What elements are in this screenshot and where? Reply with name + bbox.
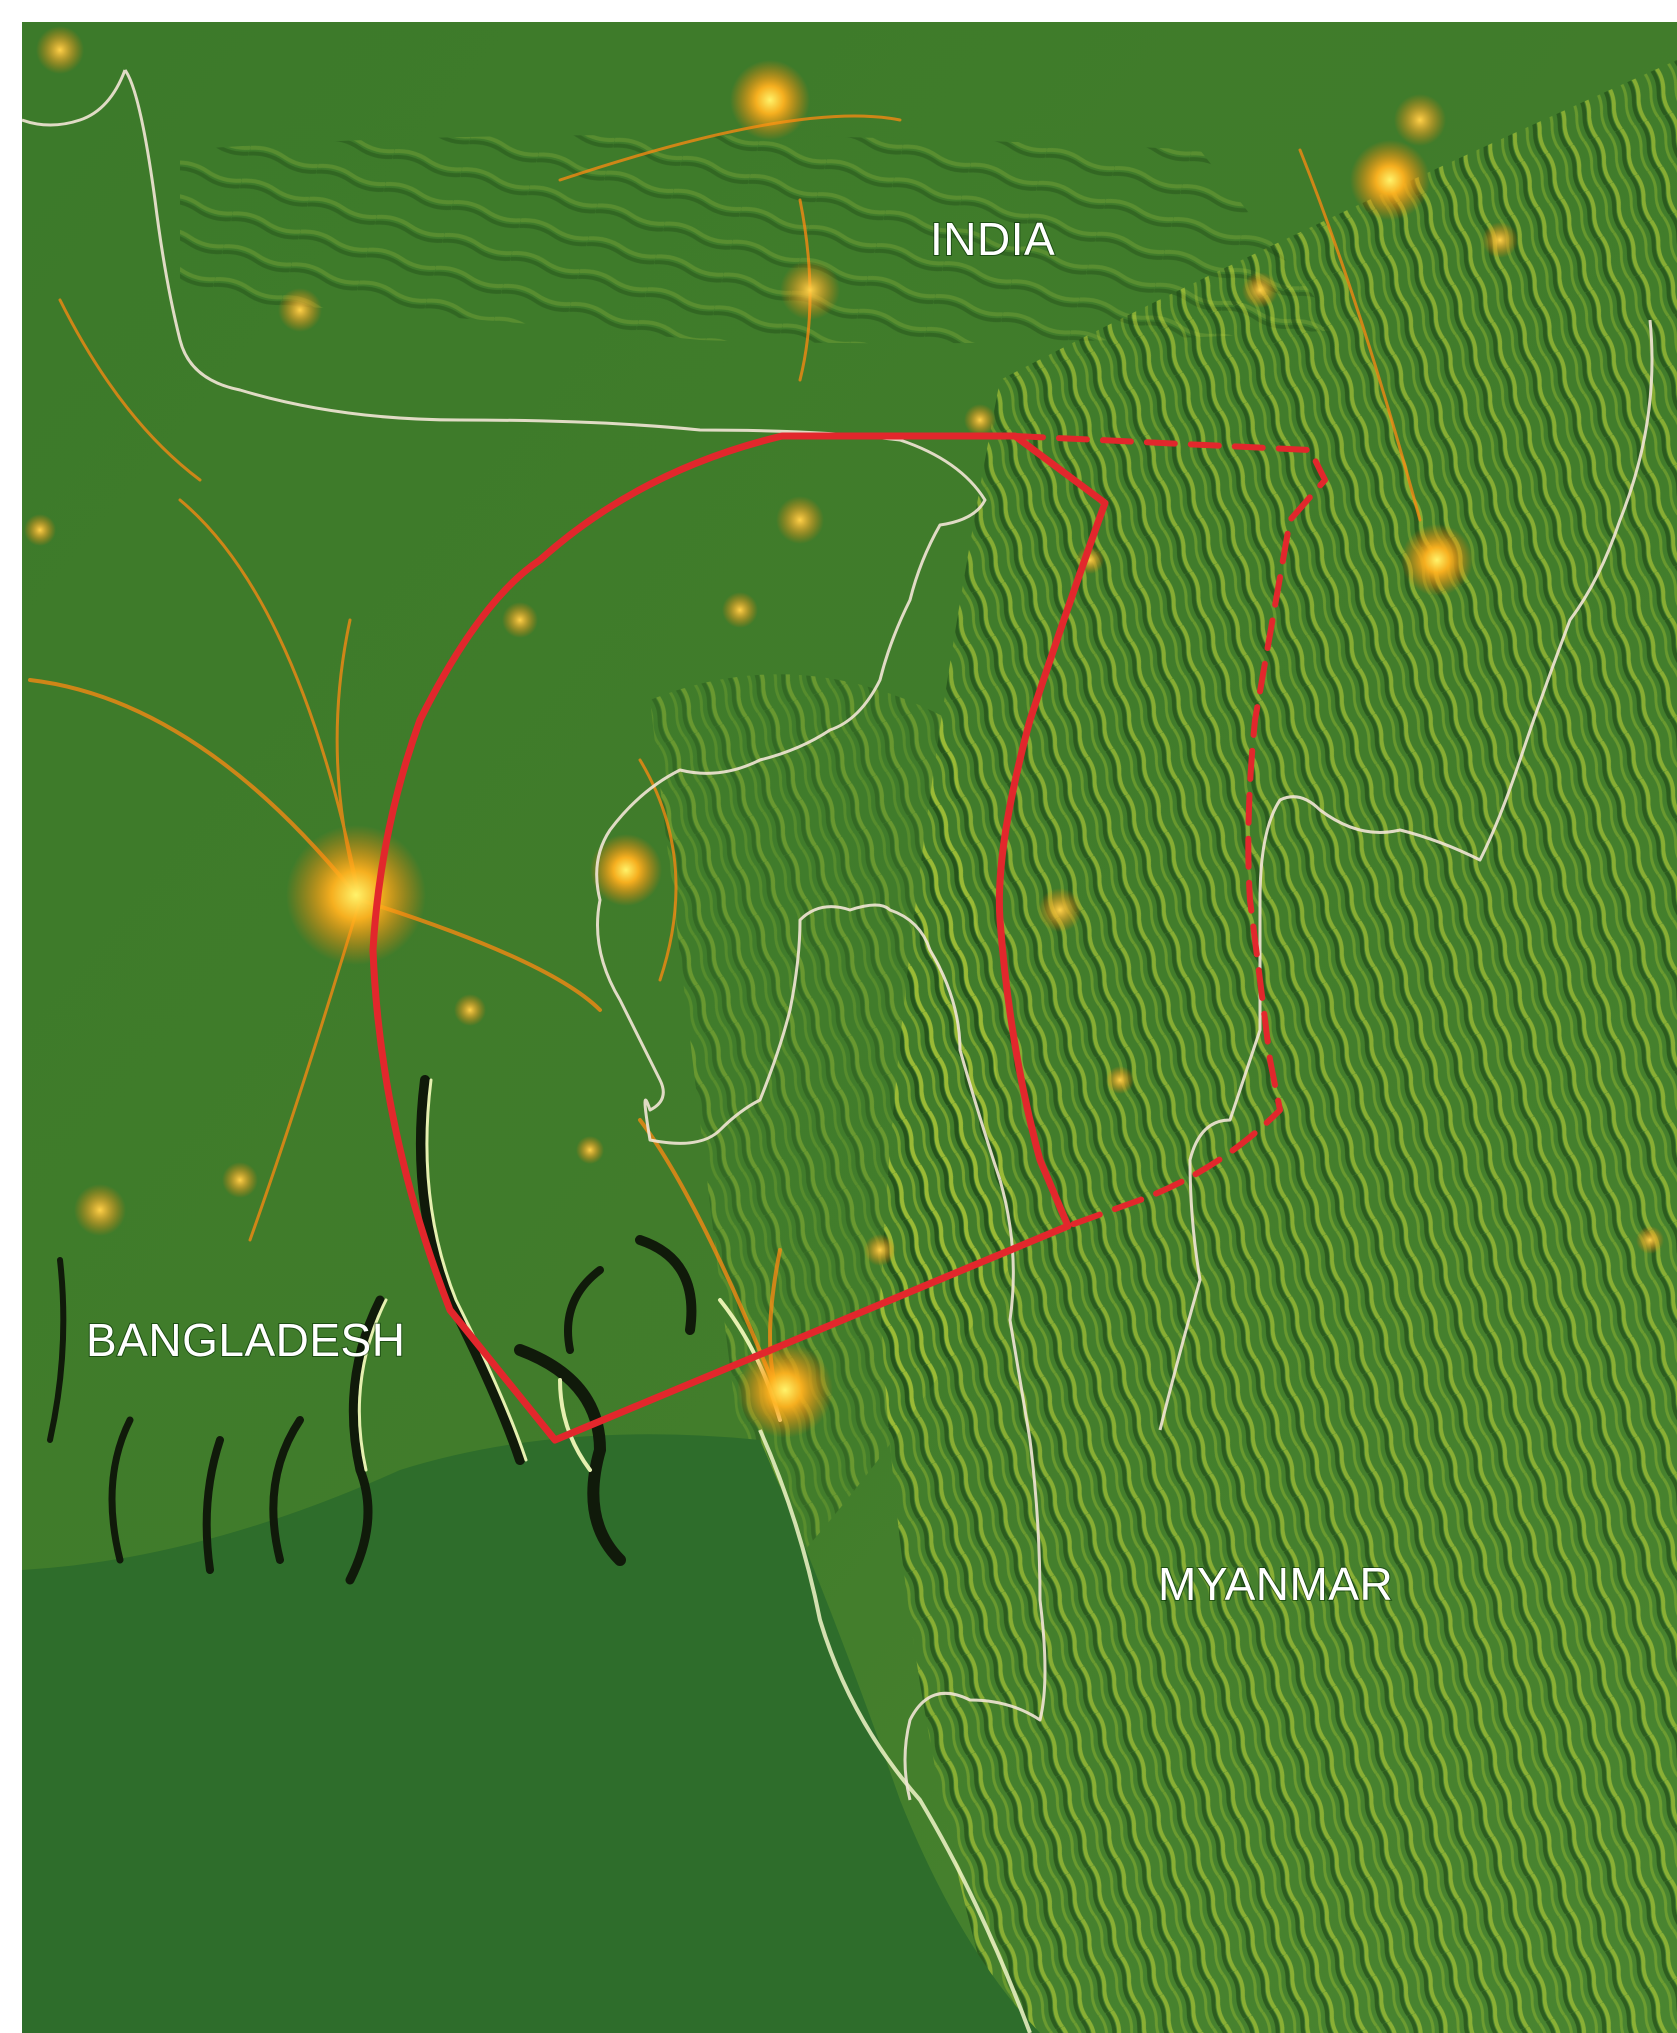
highlight-outline-dashed <box>1012 433 1328 1229</box>
border-india-bangladesh-north <box>123 69 1002 1181</box>
map-frame: INDIA BANGLADESH MYANMAR <box>22 22 1677 2033</box>
city-light-north <box>730 60 810 140</box>
highlighted-region <box>369 432 1328 1444</box>
city-light-chittagong <box>737 1342 833 1438</box>
label-myanmar: MYANMAR <box>1158 1558 1393 1610</box>
city-light-dhaka <box>286 825 426 965</box>
border-bangladesh-myanmar <box>903 1179 1047 1801</box>
international-borders <box>22 69 1654 1801</box>
northern-hills-relief <box>180 135 1340 344</box>
map-canvas: INDIA BANGLADESH MYANMAR <box>22 22 1677 2033</box>
border-west <box>22 69 127 127</box>
highlight-outline-solid <box>369 432 1109 1444</box>
label-india: INDIA <box>930 213 1055 265</box>
border-india-myanmar <box>1158 319 1654 1431</box>
delta-channels <box>47 1075 782 1585</box>
city-light-sylhet <box>590 834 662 906</box>
label-bangladesh: BANGLADESH <box>86 1314 405 1366</box>
bay-of-bengal <box>22 1434 1040 2033</box>
city-lights <box>24 26 1664 1438</box>
coastline <box>758 1429 1032 2033</box>
